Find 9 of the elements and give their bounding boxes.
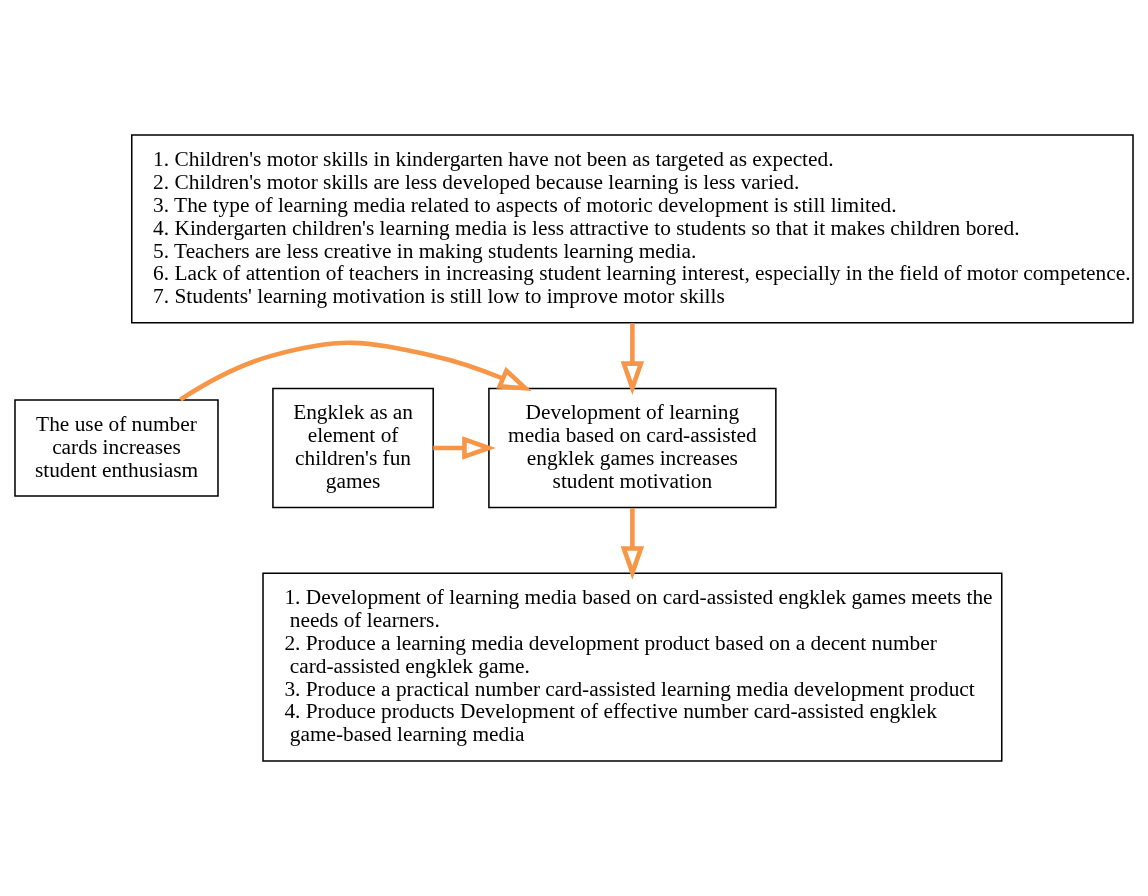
arrow — [620, 323, 645, 395]
node-box: Development of learning media based on card-assisted engklek games increases student motivation — [488, 387, 777, 509]
arrow — [179, 340, 532, 402]
node-box: The use of number cards increases student enthusiasm — [14, 399, 219, 497]
arrow — [433, 436, 496, 460]
arrow — [620, 507, 645, 580]
node-box: 1. Children's motor skills in kindergarten have not been as targeted as expected. 2. Children's motor skills are less developed because learning is less varied. 3. The type of learning media related to aspects of motoric development is still limited. 4. Kindergarten children's learning media is less attractive to students so that it makes children bored. 5. Teachers are less creative in making students learning media. 6. Lack of attention of teachers in increasing student learning interest, especially in the field of motor competence. 7. Students' learning motivation is still low to improve motor skills — [131, 134, 1134, 324]
node-box: 1. Development of learning media based on card-assisted engklek games meets the needs of learners. 2. Produce a learning media development product based on a decent number card-assisted engklek game. 3. Produce a practical number card-assisted learning media development product 4. Produce products Development of effective number card-assisted engklek game-based learning media — [262, 572, 1003, 762]
node-box: Engklek as an element of children's fun games — [272, 387, 434, 509]
